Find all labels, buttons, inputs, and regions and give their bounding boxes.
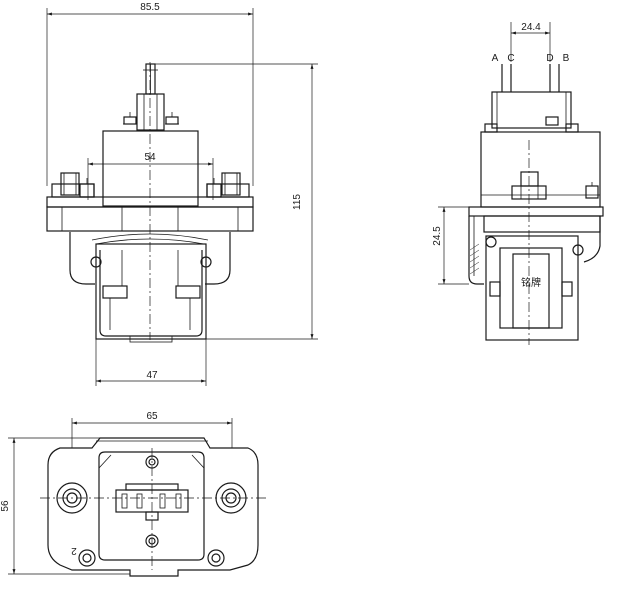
terminal-label-b: B	[563, 53, 570, 64]
dim-front-inner-width: 54	[144, 152, 156, 163]
side-view: 24.4 A C D B	[432, 22, 604, 345]
dim-bottom-height: 56	[0, 500, 11, 512]
bottom-mark: 2	[71, 545, 77, 556]
dim-bottom-width: 65	[146, 411, 158, 422]
terminal-label-d: D	[546, 53, 553, 64]
front-view: 85.5 54	[46, 2, 318, 386]
bottom-view: 65 56 2	[0, 411, 268, 577]
dim-terminal-spacing: 24.4	[521, 22, 541, 33]
terminal-label-a: A	[492, 53, 499, 64]
dim-front-height: 115	[292, 194, 303, 210]
bracket-hatch	[469, 243, 480, 275]
nameplate-label: 铭牌	[521, 276, 541, 289]
dim-mount-height: 24.5	[432, 226, 443, 246]
dim-front-width: 85.5	[140, 2, 160, 13]
terminal-label-c: C	[507, 53, 514, 64]
dim-coil-width: 47	[146, 370, 158, 381]
